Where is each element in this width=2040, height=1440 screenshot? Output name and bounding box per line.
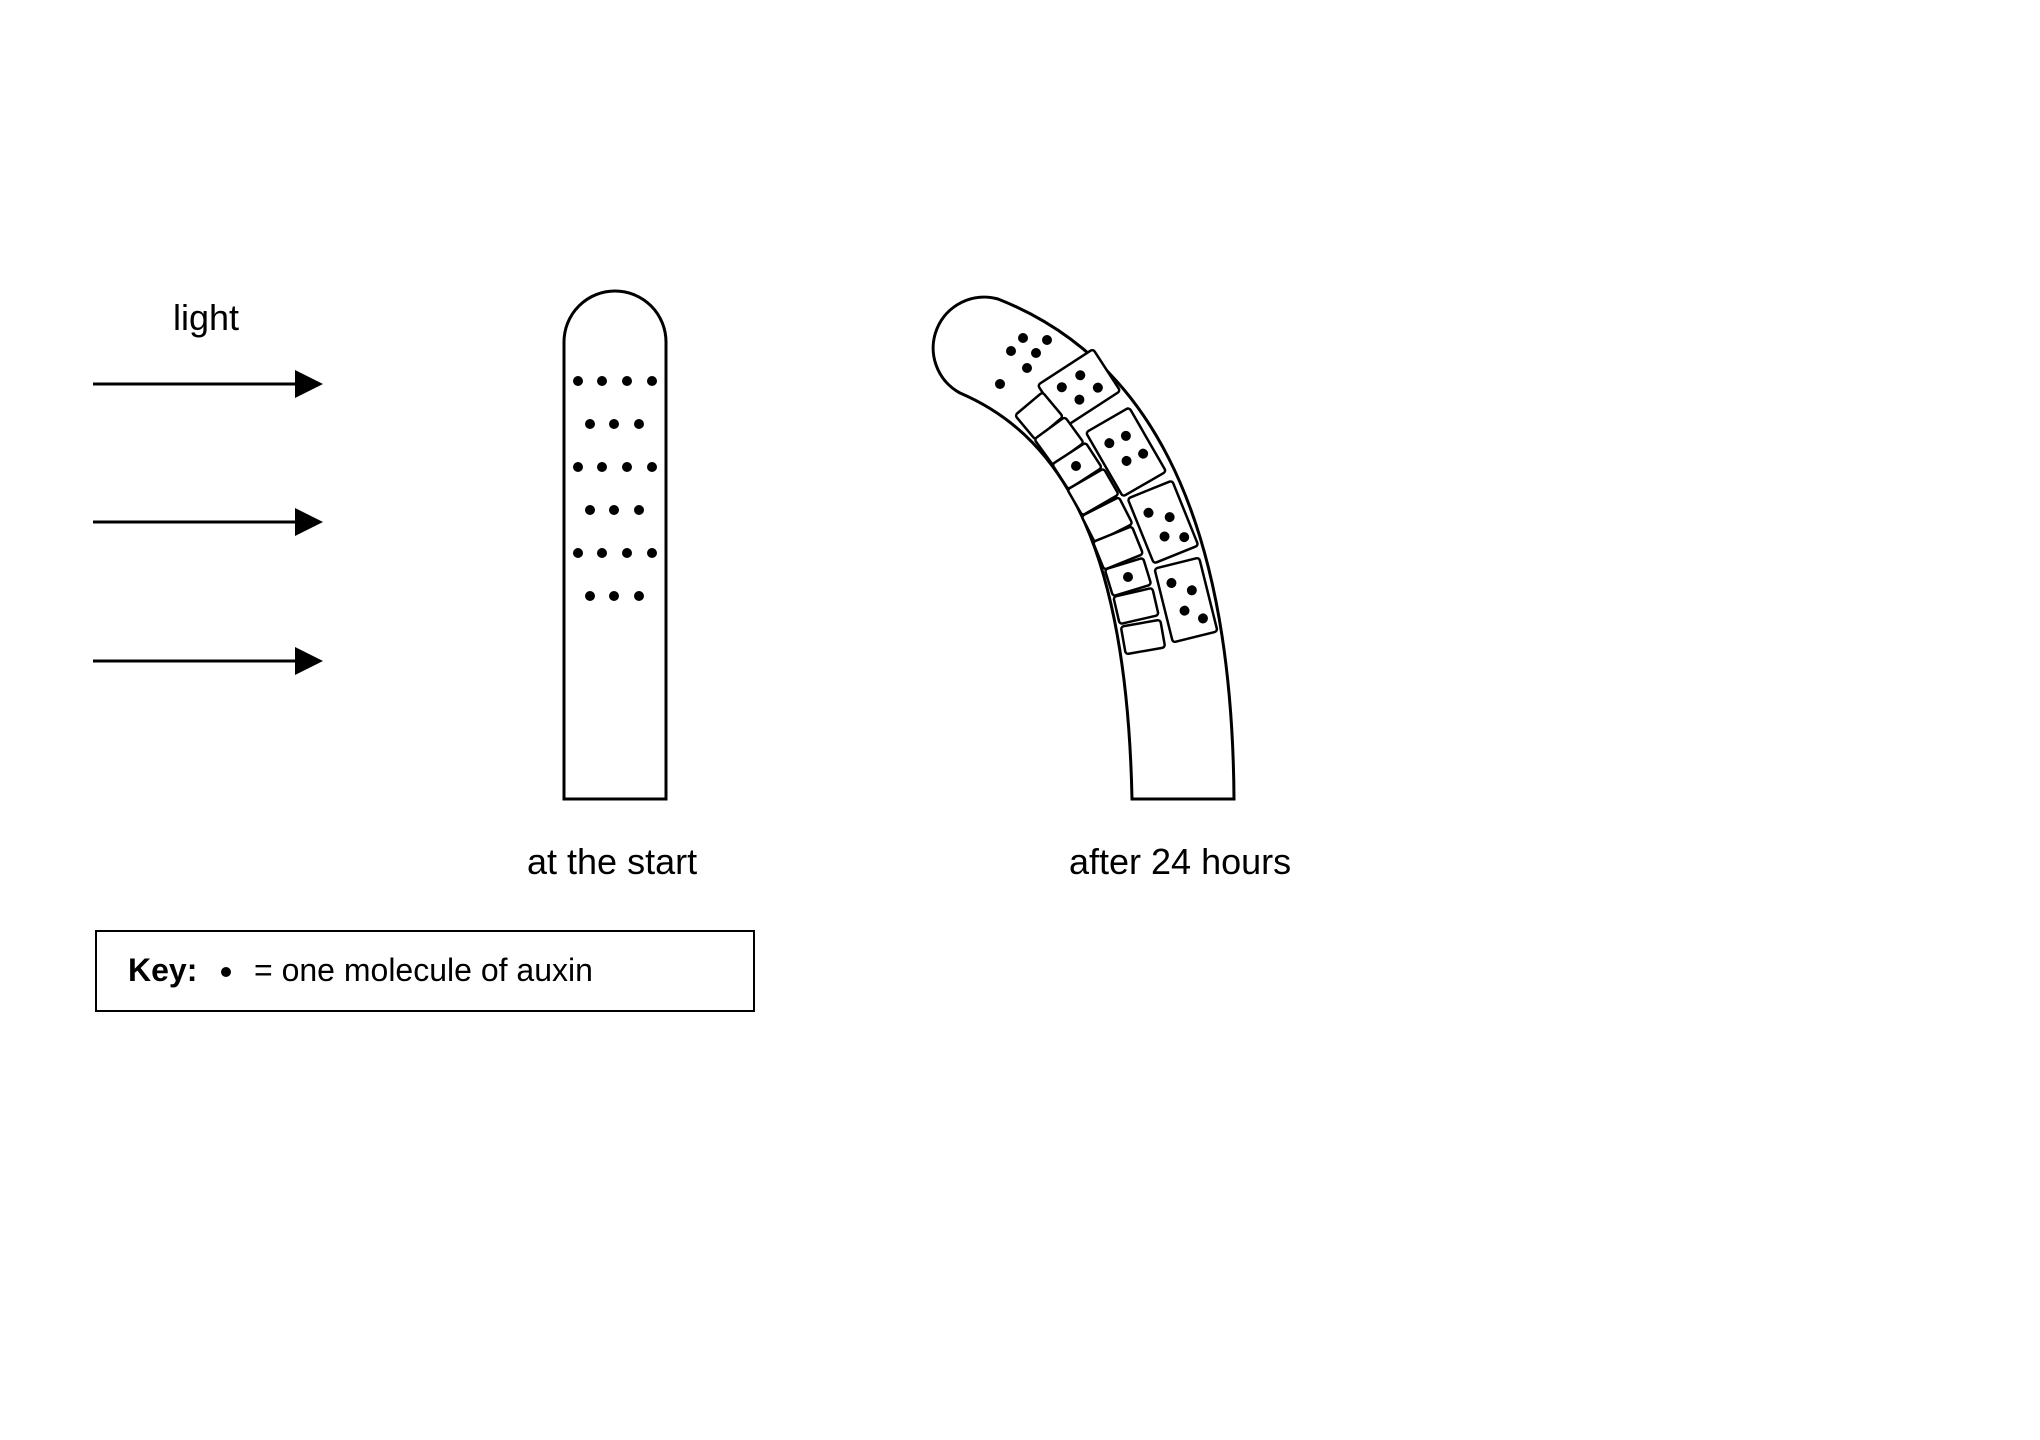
shoot-after-24-hours: [931, 295, 1236, 801]
light-arrow: [93, 508, 323, 536]
shaded-side-cells: [1037, 348, 1219, 644]
auxin-dot: [573, 548, 583, 558]
caption-at-the-start: at the start: [527, 841, 698, 882]
shoot-outline: [562, 289, 668, 801]
auxin-dot: [1042, 335, 1052, 345]
auxin-dot: [1006, 346, 1016, 356]
key-box: Key: = one molecule of auxin: [95, 930, 755, 1012]
short-cell: [1067, 468, 1119, 516]
auxin-dot: [1031, 348, 1041, 358]
auxin-dot-icon: [221, 967, 231, 977]
short-cell: [1092, 525, 1144, 571]
auxin-dot: [647, 376, 657, 386]
auxin-dot: [634, 505, 644, 515]
shoot-at-start: [562, 289, 668, 801]
auxin-dot: [647, 462, 657, 472]
auxin-dot: [622, 462, 632, 472]
auxin-dot: [634, 591, 644, 601]
auxin-dot: [585, 419, 595, 429]
auxin-dot: [585, 505, 595, 515]
auxin-dot: [597, 376, 607, 386]
auxin-dot: [573, 376, 583, 386]
auxin-dot: [609, 505, 619, 515]
auxin-dot: [1071, 461, 1081, 471]
light-arrows: [93, 370, 323, 675]
auxin-dot: [609, 591, 619, 601]
auxin-dot: [573, 462, 583, 472]
elongated-cell: [1153, 556, 1219, 644]
auxin-dot: [597, 462, 607, 472]
auxin-dot: [609, 419, 619, 429]
auxin-dot: [622, 376, 632, 386]
lit-side-cells: [1014, 392, 1166, 656]
elongated-cell: [1037, 348, 1121, 428]
light-arrow: [93, 647, 323, 675]
auxin-dot: [1022, 363, 1032, 373]
short-cell: [1112, 587, 1160, 625]
auxin-dot: [995, 379, 1005, 389]
tip-auxin: [995, 333, 1052, 389]
lit-side-auxin: [1071, 461, 1133, 582]
light-arrow: [93, 370, 323, 398]
auxin-dot: [1018, 333, 1028, 343]
auxin-dot: [585, 591, 595, 601]
caption-after-24-hours: after 24 hours: [1069, 841, 1292, 882]
auxin-dot: [597, 548, 607, 558]
key-title: Key:: [128, 952, 198, 988]
elongated-cell: [1127, 480, 1199, 564]
short-cell: [1120, 618, 1166, 656]
key-description: = one molecule of auxin: [254, 952, 593, 988]
auxin-dot: [647, 548, 657, 558]
auxin-dot: [622, 548, 632, 558]
auxin-molecules: [573, 376, 657, 601]
auxin-dot: [1123, 572, 1133, 582]
elongated-cell: [1085, 407, 1167, 497]
light-label: light: [173, 297, 240, 338]
phototropism-diagram: [93, 289, 1236, 801]
auxin-dot: [634, 419, 644, 429]
